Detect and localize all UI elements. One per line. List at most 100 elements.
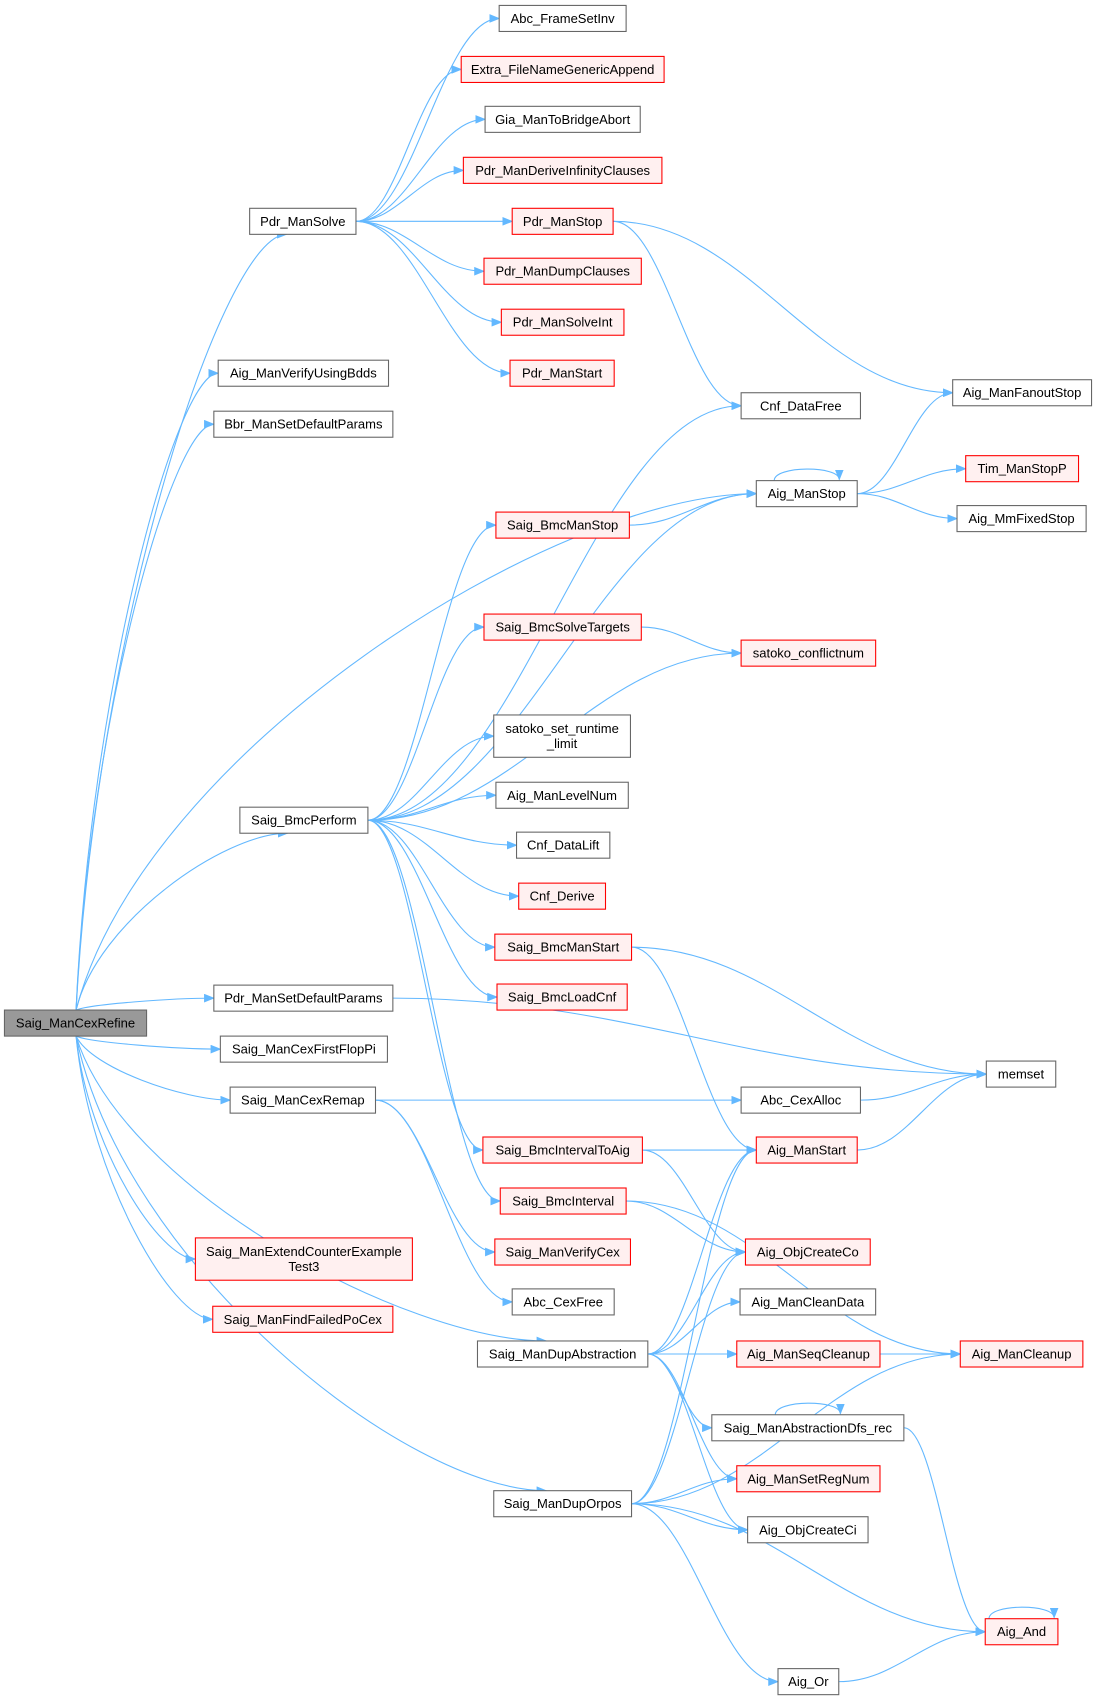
node-timstop[interactable]: Tim_ManStopP — [965, 455, 1080, 483]
node-aigand[interactable]: Aig_And — [984, 1618, 1059, 1646]
node-label: Saig_ManDupOrpos — [504, 1496, 622, 1511]
node-box — [217, 359, 390, 387]
node-setregnum[interactable]: Aig_ManSetRegNum — [736, 1465, 881, 1493]
edge-bmcperform-to-aigmanstop — [367, 489, 758, 821]
edge-bmcperform-to-cnfdatafree — [367, 401, 743, 821]
edge-pdrstop-to-fanoutstop — [613, 220, 954, 398]
node-box — [952, 379, 1093, 407]
node-pdrstart[interactable]: Pdr_ManStart — [509, 359, 615, 387]
node-label: Saig_ManCexFirstFlopPi — [232, 1042, 376, 1057]
node-cexfree[interactable]: Abc_CexFree — [511, 1288, 615, 1316]
node-bbr[interactable]: Bbr_ManSetDefaultParams — [213, 410, 394, 438]
node-solveint[interactable]: Pdr_ManSolveInt — [500, 308, 625, 336]
node-intervaltoaig[interactable]: Saig_BmcIntervalToAig — [482, 1136, 643, 1164]
node-duporpos[interactable]: Saig_ManDupOrpos — [493, 1490, 633, 1518]
node-label: Aig_ManCleanup — [972, 1346, 1072, 1361]
edge-duporpos-to-aigand — [631, 1503, 987, 1637]
node-framesetinv[interactable]: Abc_FrameSetInv — [498, 4, 627, 33]
edge-refine-to-extend — [75, 1036, 197, 1264]
edge-cexalloc-to-memset — [860, 1069, 988, 1101]
node-seqcleanup[interactable]: Aig_ManSeqCleanup — [736, 1340, 881, 1368]
edge-aigmanstop-to-mmfixed — [857, 493, 959, 523]
node-firstflop[interactable]: Saig_ManCexFirstFlopPi — [219, 1035, 388, 1063]
node-label: Saig_BmcLoadCnf — [508, 990, 617, 1005]
node-label: Aig_ManSeqCleanup — [747, 1346, 870, 1361]
node-gia[interactable]: Gia_ManToBridgeAbort — [484, 105, 641, 133]
node-box — [740, 639, 877, 667]
node-label: Aig_ManVerifyUsingBdds — [230, 366, 377, 381]
node-box — [736, 1340, 881, 1368]
node-label: Aig_ObjCreateCo — [757, 1245, 859, 1260]
node-bmcinterval[interactable]: Saig_BmcInterval — [499, 1187, 627, 1215]
node-box — [740, 1086, 862, 1114]
node-dumpclauses[interactable]: Pdr_ManDumpClauses — [483, 257, 642, 285]
edge-duporpos-to-createco — [631, 1247, 747, 1505]
edge-solvetargets-to-conflictnum — [641, 626, 743, 658]
node-cleandata[interactable]: Aig_ManCleanData — [739, 1288, 877, 1316]
node-bmcperform[interactable]: Saig_BmcPerform — [239, 806, 369, 834]
node-cnfdatafree[interactable]: Cnf_DataFree — [740, 392, 862, 420]
node-pdrstop[interactable]: Pdr_ManStop — [511, 207, 614, 235]
edge-pdrstop-to-cnfdatafree — [613, 220, 743, 411]
node-label: Saig_ManFindFailedPoCex — [224, 1312, 383, 1327]
edge-pdrsolve-to-framesetinv — [355, 14, 501, 222]
node-cnfderive[interactable]: Cnf_Derive — [518, 882, 607, 910]
node-label: Bbr_ManSetDefaultParams — [224, 417, 383, 432]
node-box — [229, 1086, 377, 1114]
node-aigmanstart[interactable]: Aig_ManStart — [755, 1136, 858, 1164]
node-memset[interactable]: memset — [985, 1060, 1057, 1088]
node-label: _limit — [546, 736, 578, 751]
node-pdrdef[interactable]: Pdr_ManSetDefaultParams — [213, 984, 394, 1012]
node-runtimelimit[interactable]: satoko_set_runtime_limit — [493, 714, 631, 758]
node-label: Pdr_ManSolveInt — [513, 315, 613, 330]
node-box — [493, 714, 631, 758]
node-absdfs[interactable]: Saig_ManAbstractionDfs_rec — [711, 1414, 905, 1442]
node-aigor[interactable]: Aig_Or — [777, 1668, 840, 1696]
node-label: Saig_ManDupAbstraction — [489, 1346, 636, 1361]
edge-bmcperform-to-bmcmanstart — [367, 819, 496, 952]
node-verifycex[interactable]: Saig_ManVerifyCex — [494, 1238, 631, 1266]
node-cexalloc[interactable]: Abc_CexAlloc — [740, 1086, 862, 1114]
node-conflictnum[interactable]: satoko_conflictnum — [740, 639, 877, 667]
node-solvetargets[interactable]: Saig_BmcSolveTargets — [483, 613, 642, 641]
node-bdds[interactable]: Aig_ManVerifyUsingBdds — [217, 359, 390, 387]
node-label: Aig_ManFanoutStop — [963, 385, 1082, 400]
node-dupabs[interactable]: Saig_ManDupAbstraction — [476, 1340, 649, 1368]
node-mmfixed[interactable]: Aig_MmFixedStop — [956, 505, 1087, 533]
node-box — [460, 55, 665, 83]
node-cexremap[interactable]: Saig_ManCexRemap — [229, 1086, 377, 1114]
node-label: Cnf_DataFree — [760, 398, 842, 413]
node-label: Pdr_ManStop — [523, 214, 603, 229]
node-box — [213, 984, 394, 1012]
node-deriveinf[interactable]: Pdr_ManDeriveInfinityClauses — [462, 156, 663, 184]
edge-bmcperform-to-bmcinterval — [367, 819, 502, 1206]
edge-aigmanstop-to-aigmanstop — [773, 468, 844, 481]
node-datalift[interactable]: Cnf_DataLift — [515, 831, 611, 859]
node-bmcmanstart[interactable]: Saig_BmcManStart — [494, 933, 633, 961]
node-box — [239, 806, 369, 834]
node-bmcmanstop[interactable]: Saig_BmcManStop — [495, 511, 630, 539]
edge-pdrdef-to-memset — [392, 997, 988, 1079]
node-aigmanstop[interactable]: Aig_ManStop — [755, 480, 858, 508]
edge-bmcperform-to-datalift — [367, 819, 518, 850]
node-label: Saig_ManCexRemap — [241, 1093, 365, 1108]
node-fanoutstop[interactable]: Aig_ManFanoutStop — [952, 379, 1093, 407]
node-box — [483, 613, 642, 641]
node-box — [495, 511, 630, 539]
node-label: Abc_CexAlloc — [760, 1093, 841, 1108]
node-label: memset — [998, 1067, 1045, 1082]
node-cleanup[interactable]: Aig_ManCleanup — [959, 1340, 1084, 1368]
node-label: satoko_conflictnum — [753, 646, 864, 661]
node-createci[interactable]: Aig_ObjCreateCi — [747, 1516, 869, 1544]
node-box — [499, 1187, 627, 1215]
node-pdrsolve[interactable]: Pdr_ManSolve — [249, 207, 357, 235]
edge-cexremap-to-cexfree — [375, 1099, 514, 1307]
node-loadcnf[interactable]: Saig_BmcLoadCnf — [496, 983, 628, 1011]
node-refine[interactable]: Saig_ManCexRefine — [3, 1009, 148, 1037]
node-findfailed[interactable]: Saig_ManFindFailedPoCex — [212, 1305, 394, 1333]
node-levelnum[interactable]: Aig_ManLevelNum — [495, 781, 629, 809]
node-label: Aig_ManStop — [768, 486, 846, 501]
node-createco[interactable]: Aig_ObjCreateCo — [744, 1238, 871, 1266]
node-extra[interactable]: Extra_FileNameGenericAppend — [460, 55, 665, 83]
